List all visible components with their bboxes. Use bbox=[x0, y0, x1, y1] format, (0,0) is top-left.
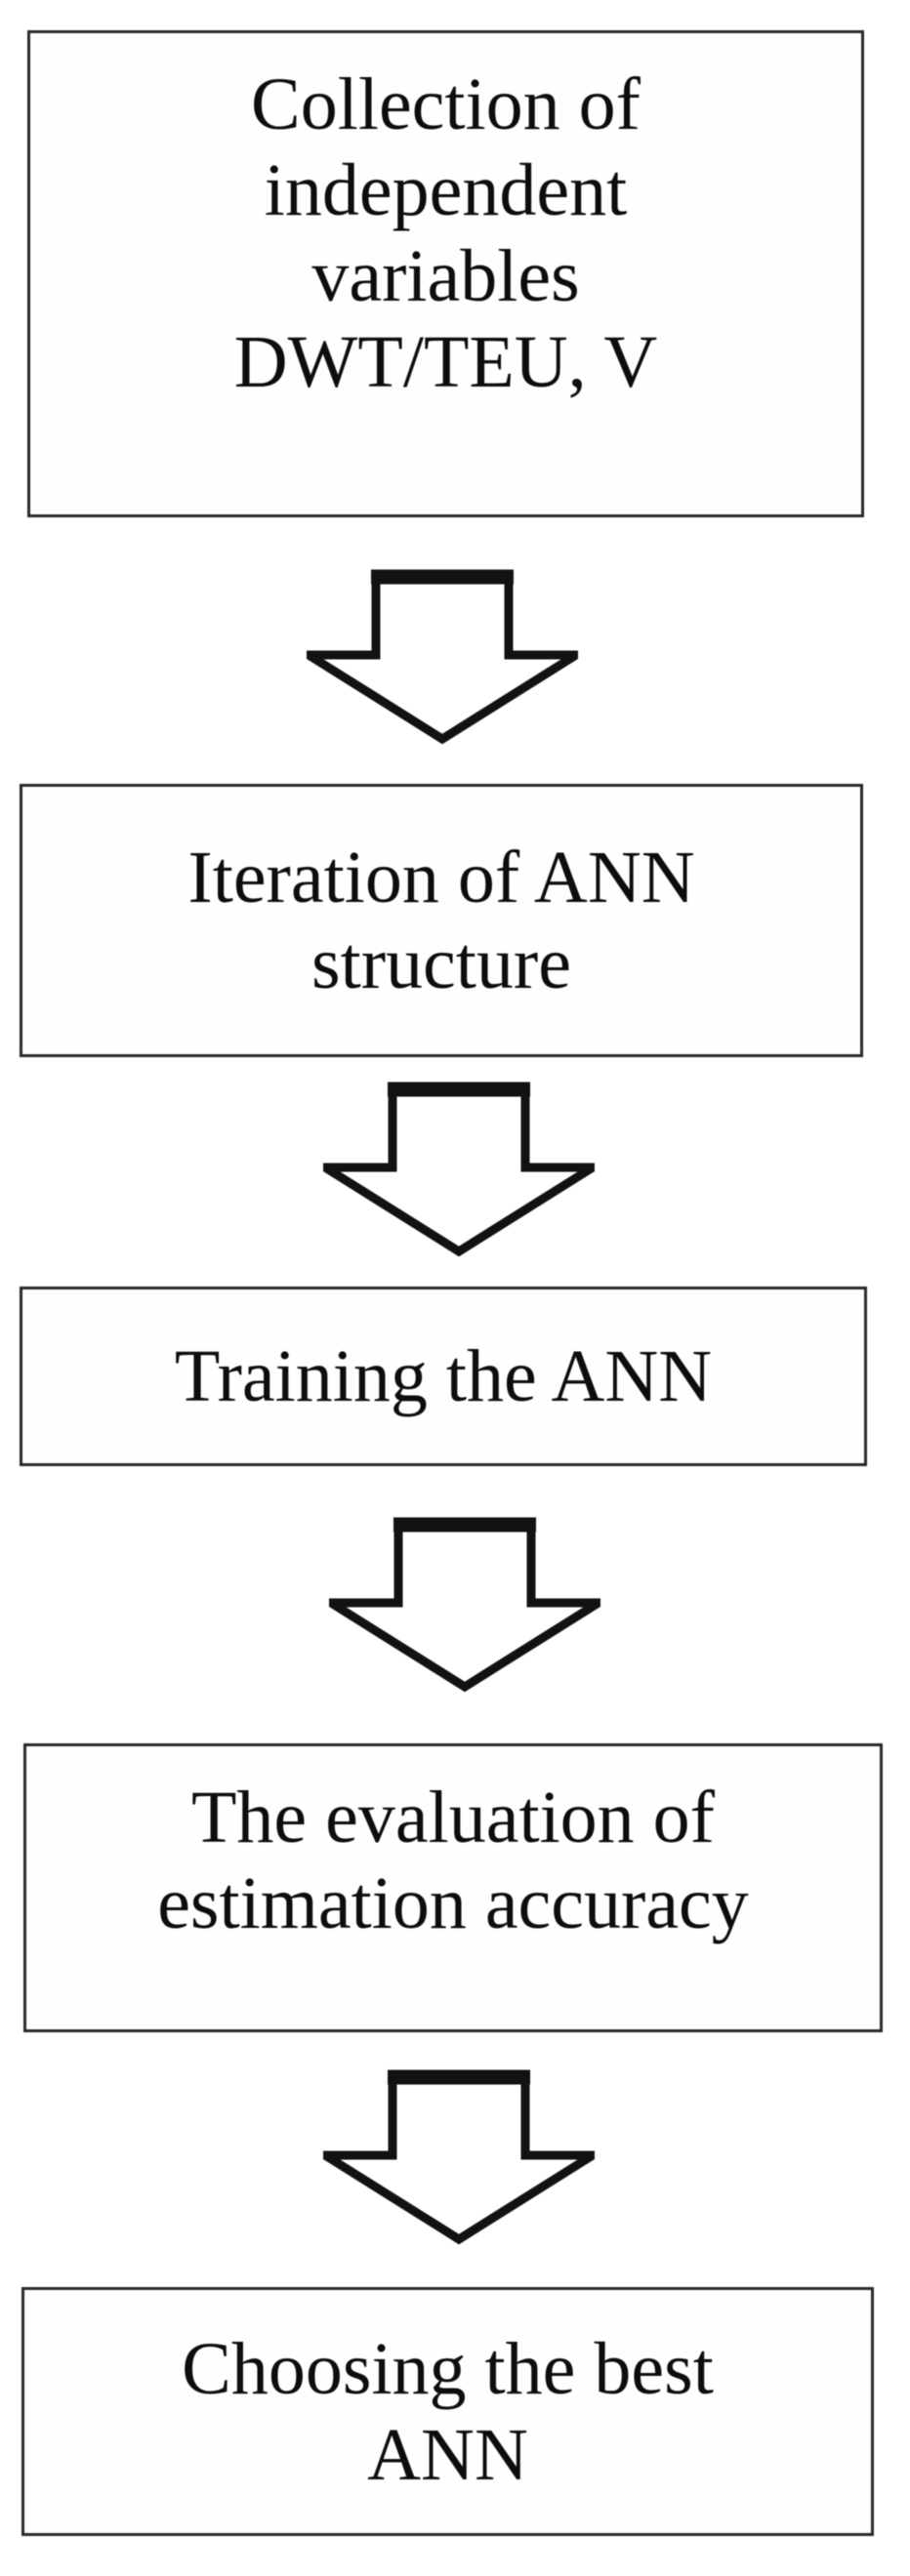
step-label-line: variables bbox=[311, 234, 580, 317]
step-label-line: Choosing the best bbox=[182, 2327, 714, 2410]
step-box-ann-iteration: Iteration of ANN structure bbox=[20, 784, 863, 1057]
step-label-line: Iteration of ANN bbox=[187, 837, 695, 919]
step-label-line: structure bbox=[311, 922, 571, 1004]
step-label-line: DWT/TEU, V bbox=[233, 320, 658, 403]
step-label-line: The evaluation of bbox=[190, 1777, 715, 1859]
step-label-line: ANN bbox=[367, 2413, 528, 2496]
step-box-best-ann-selection: Choosing the best ANN bbox=[21, 2287, 874, 2536]
step-box-accuracy-evaluation: The evaluation of estimation accuracy bbox=[23, 1743, 883, 2032]
step-box-collection-variables: Collection of independent variables DWT/… bbox=[27, 30, 864, 517]
step-label-line: Training the ANN bbox=[174, 1335, 713, 1417]
step-box-ann-training: Training the ANN bbox=[20, 1287, 867, 1466]
down-arrow-icon bbox=[323, 2069, 595, 2245]
down-arrow-icon bbox=[323, 1082, 595, 1257]
step-label-line: Collection of bbox=[251, 62, 641, 145]
step-label-line: independent bbox=[264, 148, 628, 231]
down-arrow-icon bbox=[329, 1517, 600, 1693]
step-label-line: estimation accuracy bbox=[157, 1862, 749, 1944]
down-arrow-icon bbox=[307, 569, 578, 745]
